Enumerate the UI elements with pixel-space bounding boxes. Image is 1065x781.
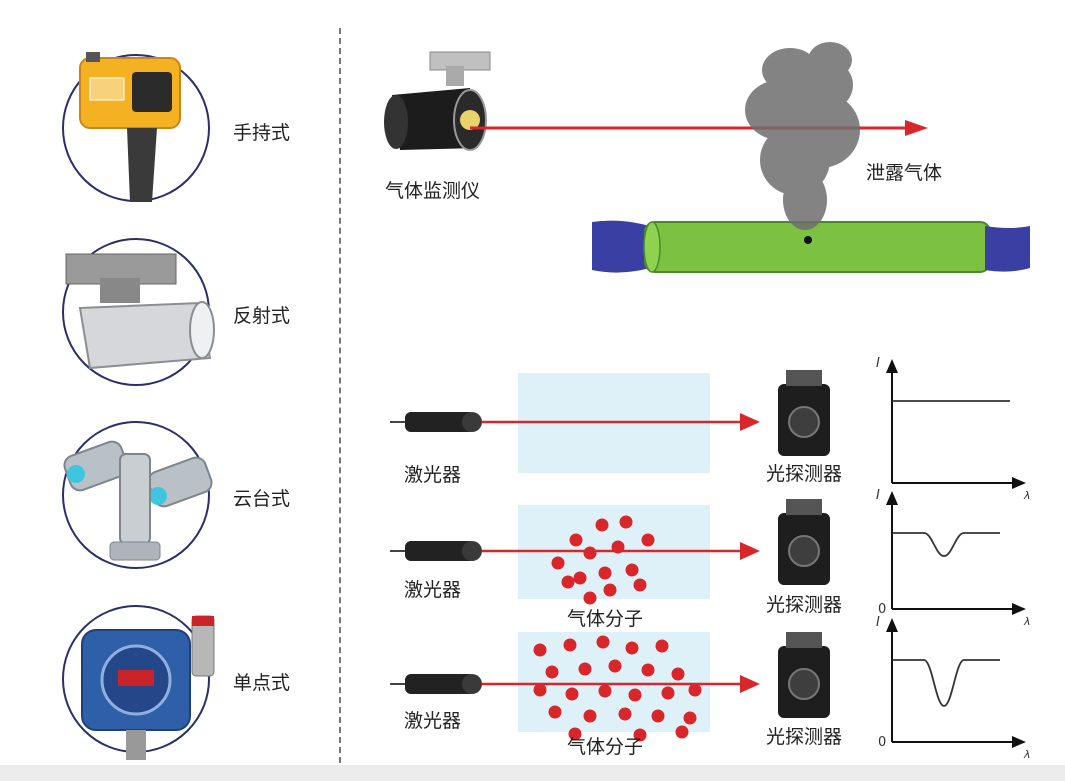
- row-1-source-label: 激光器: [404, 464, 462, 486]
- row-3-detector-label: 光探测器: [766, 726, 843, 748]
- row-3-source-label: 激光器: [404, 710, 462, 732]
- row-2-source-label: 激光器: [404, 579, 462, 601]
- row-3-gas-molecule: [565, 687, 579, 701]
- row-3-gas-molecule: [688, 683, 702, 697]
- row-3-beam-arrow: [740, 675, 760, 693]
- row-3-gas-molecule: [596, 635, 610, 649]
- row-3-gas-molecule: [563, 638, 577, 652]
- type-label-handheld: 手持式: [233, 122, 291, 144]
- monitor-beam-arrow: [905, 120, 928, 136]
- row-3-gas-molecule: [548, 705, 562, 719]
- single-point-device-icon: [74, 612, 224, 762]
- leak-smoke-cloud: [745, 42, 860, 230]
- gas-monitor-icon: [384, 51, 491, 151]
- row-2-laser-lens: [462, 541, 482, 561]
- row-3-graph-origin-label: 0: [878, 735, 886, 750]
- leak-scene-graphic: [384, 42, 1030, 273]
- gas-monitor-label: 气体监测仪: [385, 180, 481, 202]
- row-3-gas-molecule: [618, 707, 632, 721]
- row-3-gas-label: 气体分子: [567, 736, 644, 758]
- row-2-gas-molecule: [569, 533, 583, 547]
- row-3-detector-lens: [788, 668, 820, 700]
- row-3-laser-lens: [462, 674, 482, 694]
- row-1-detector-lens: [788, 406, 820, 438]
- row-3-detector-connector: [786, 632, 822, 648]
- row-2-graph-origin-label: 0: [878, 602, 886, 617]
- row-2-gas-molecule: [641, 533, 655, 547]
- row-2-laser-icon: [405, 541, 475, 561]
- row-2-gas-molecule: [625, 563, 639, 577]
- row-1-graph-x-arrow: [1012, 477, 1026, 489]
- row-3-graph-y-arrow: [886, 618, 898, 632]
- row-3-gas-molecule: [683, 711, 697, 725]
- ptz-device-icon: [58, 424, 218, 569]
- row-3-gas-molecule: [661, 686, 675, 700]
- row-2-spectrum-curve: [892, 532, 1000, 557]
- row-1-graph-x-label: λ: [1023, 489, 1031, 502]
- row-3-graph-x-arrow: [1012, 736, 1026, 748]
- row-2-detector-connector: [786, 499, 822, 515]
- row-3-gas-molecule: [598, 684, 612, 698]
- row-2-gas-molecule: [583, 591, 597, 605]
- row-3-gas-molecule: [655, 639, 669, 653]
- row-2-gas-molecule: [598, 566, 612, 580]
- row-1-graph-y-arrow: [886, 359, 898, 373]
- type-label-ptz: 云台式: [233, 488, 291, 510]
- row-3-gas-molecule: [625, 641, 639, 655]
- row-2-gas-molecule: [573, 571, 587, 585]
- row-3-graph-y-label: I: [876, 615, 880, 630]
- row-3-gas-molecule: [568, 727, 582, 741]
- row-3-gas-molecule: [578, 662, 592, 676]
- row-2-graph-x-label: λ: [1023, 615, 1031, 628]
- row-2-beam-arrow: [740, 542, 760, 560]
- row-2-gas-molecule: [561, 575, 575, 589]
- row-3-gas-molecule: [651, 709, 665, 723]
- bottom-strip: [0, 765, 1065, 781]
- row-2-gas-molecule: [633, 578, 647, 592]
- row-1-laser-icon: [405, 412, 475, 432]
- row-2-detector-label: 光探测器: [766, 594, 843, 616]
- row-3-spectrum-curve: [892, 659, 1000, 707]
- type-label-reflective: 反射式: [233, 305, 291, 327]
- row-2-gas-label: 气体分子: [567, 608, 644, 630]
- row-2-detector-lens: [788, 535, 820, 567]
- row-2-graph-y-label: I: [876, 488, 880, 503]
- row-2-gas-molecule: [603, 583, 617, 597]
- row-1-beam-arrow: [740, 413, 760, 431]
- row-3-gas-molecule: [675, 725, 689, 739]
- row-2-gas-molecule: [551, 556, 565, 570]
- row-2-gas-molecule: [595, 518, 609, 532]
- pipeline-icon: [592, 220, 1030, 273]
- row-3-gas-molecule: [533, 683, 547, 697]
- leak-gas-label: 泄露气体: [866, 162, 943, 184]
- row-1-laser-lens: [462, 412, 482, 432]
- row-3-gas-molecule: [583, 709, 597, 723]
- row-3-gas-molecule: [608, 659, 622, 673]
- row-3-gas-molecule: [641, 663, 655, 677]
- row-2-graph-x-arrow: [1012, 603, 1026, 615]
- row-3-gas-molecule: [671, 667, 685, 681]
- row-3-gas-molecule: [628, 688, 642, 702]
- row-3-gas-molecule: [545, 665, 559, 679]
- row-3-gas-region: [518, 632, 710, 732]
- row-2-gas-molecule: [619, 515, 633, 529]
- row-2-gas-molecule: [583, 546, 597, 560]
- row-1-detector-label: 光探测器: [766, 463, 843, 485]
- row-3-gas-molecule: [533, 643, 547, 657]
- row-3-graph-x-label: λ: [1023, 748, 1031, 761]
- row-2-graph-y-arrow: [886, 491, 898, 505]
- reflective-device-icon: [60, 248, 220, 378]
- row-3-gas-molecule: [633, 728, 647, 742]
- row-1-detector-connector: [786, 370, 822, 386]
- dashed-divider: [339, 28, 341, 763]
- handheld-device-icon: [72, 50, 192, 210]
- row-3-laser-icon: [405, 674, 475, 694]
- type-label-single-point: 单点式: [233, 672, 291, 694]
- row-1-graph-y-label: I: [876, 356, 880, 371]
